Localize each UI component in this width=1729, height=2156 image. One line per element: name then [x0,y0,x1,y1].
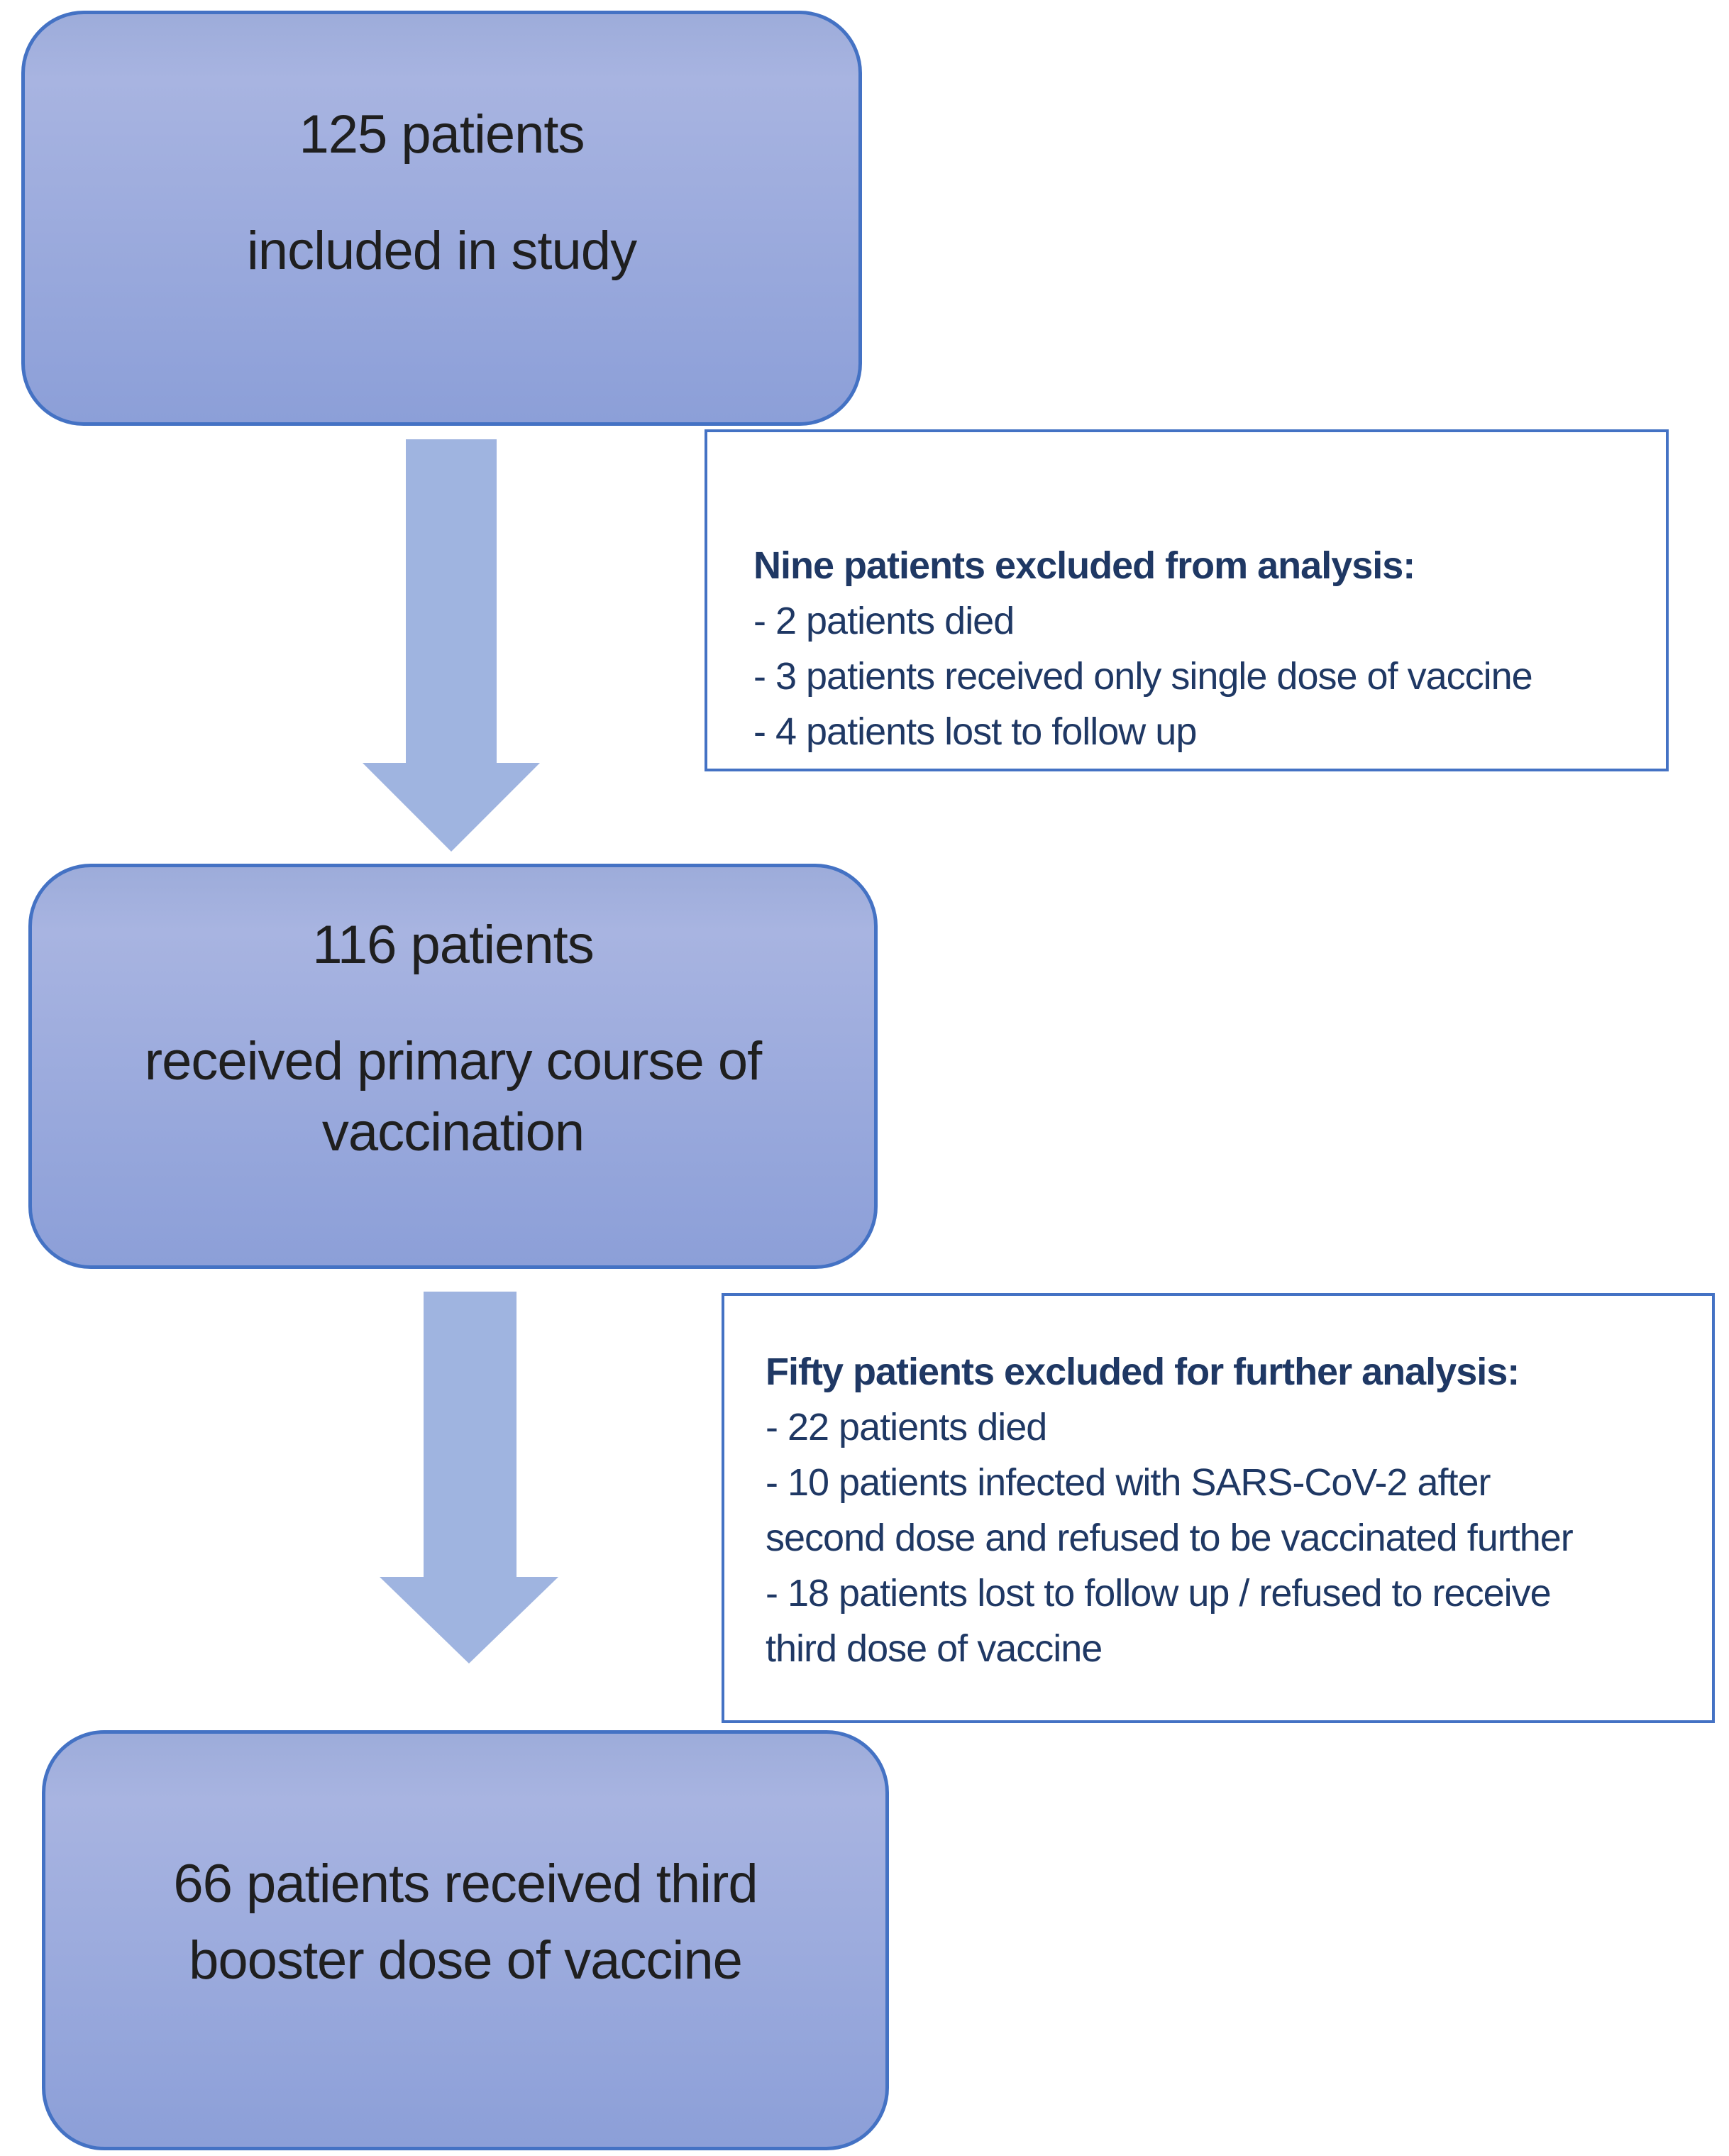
exclusion2-line: second dose and refused to be vaccinated… [766,1517,1574,1559]
exclusion-note-2: Fifty patients excluded for further anal… [722,1293,1715,1723]
flow-box-third-booster: 66 patients received third booster dose … [42,1730,889,2150]
down-arrow-2-head-icon [380,1577,558,1663]
exclusion2-heading: Fifty patients excluded for further anal… [766,1351,1520,1393]
exclusion1-heading: Nine patients excluded from analysis: [753,544,1415,587]
down-arrow-1-icon [406,439,497,763]
box1-label-line: included in study [246,221,637,281]
box3-label-line-1: 66 patients received third [173,1854,758,1914]
exclusion1-item: - 3 patients received only single dose o… [753,655,1533,698]
box2-label-line-1: received primary course of [144,1031,762,1091]
exclusion2-line: third dose of vaccine [766,1627,1103,1670]
exclusion1-item: - 2 patients died [753,600,1015,642]
flow-box-primary-course: 116 patients received primary course of … [28,864,878,1269]
box1-count-line: 125 patients [299,104,585,165]
down-arrow-1-head-icon [363,763,540,852]
exclusion2-line: - 10 patients infected with SARS-CoV-2 a… [766,1461,1491,1504]
exclusion2-line: - 18 patients lost to follow up / refuse… [766,1572,1552,1615]
flow-box-included-in-study: 125 patients included in study [21,11,862,426]
exclusion2-line: - 22 patients died [766,1406,1047,1448]
box2-count-line: 116 patients [312,915,594,975]
exclusion-note-1: Nine patients excluded from analysis: - … [705,429,1669,771]
box3-label-line-2: booster dose of vaccine [189,1930,743,1991]
box2-label-line-2: vaccination [321,1102,585,1162]
down-arrow-2-icon [424,1292,517,1577]
exclusion1-item: - 4 patients lost to follow up [753,710,1197,753]
